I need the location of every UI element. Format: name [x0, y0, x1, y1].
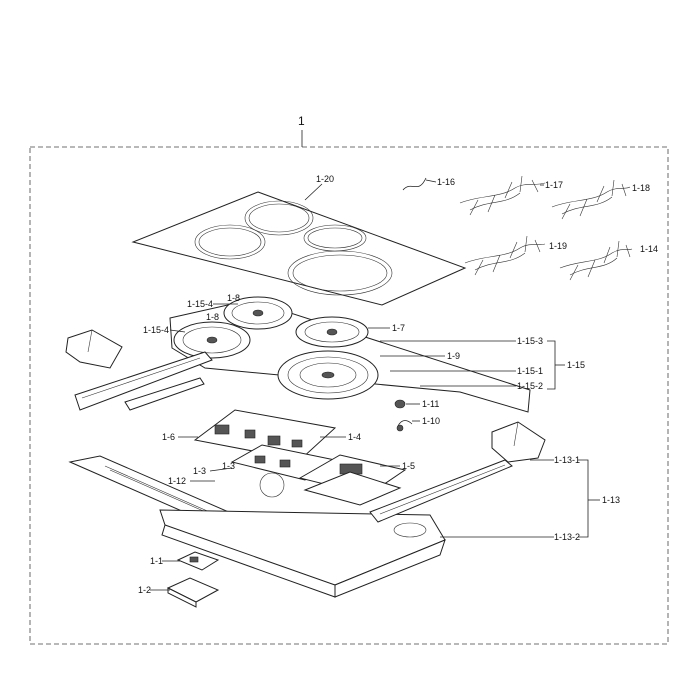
wire-harness-1-18 — [551, 179, 631, 220]
label-1-19: 1-19 — [549, 241, 567, 251]
label-1-15-3: 1-15-3 — [517, 336, 543, 346]
label-1-3-b: 1-3 — [222, 461, 235, 471]
coil-tray-part — [169, 296, 531, 413]
label-1: 1 — [298, 114, 305, 128]
wire-part-1-16 — [402, 177, 427, 191]
pcb-part-1-5 — [298, 454, 407, 506]
label-1-15: 1-15 — [567, 360, 585, 370]
label-1-1: 1-1 — [150, 556, 163, 566]
label-1-8-mid: 1-8 — [206, 312, 219, 322]
glass-cooktop-part — [131, 191, 467, 306]
bottom-housing-part — [159, 472, 446, 598]
part-1-1 — [176, 551, 220, 571]
label-1-13: 1-13 — [602, 495, 620, 505]
right-rail-part — [369, 459, 513, 523]
label-1-15-4-left: 1-15-4 — [143, 325, 169, 335]
label-1-16: 1-16 — [437, 177, 455, 187]
label-1-17: 1-17 — [545, 180, 563, 190]
label-1-6: 1-6 — [162, 432, 175, 442]
part-1-10 — [397, 420, 413, 427]
right-fan-box-part — [491, 421, 546, 463]
label-1-10: 1-10 — [422, 416, 440, 426]
label-1-15-4-top: 1-15-4 — [187, 299, 213, 309]
label-1-18: 1-18 — [632, 183, 650, 193]
wire-harness-1-14 — [559, 240, 633, 281]
label-1-2: 1-2 — [138, 585, 151, 595]
part-1-2 — [166, 577, 220, 608]
label-1-5: 1-5 — [402, 461, 415, 471]
label-1-15-2: 1-15-2 — [517, 381, 543, 391]
fan-box-part — [65, 329, 123, 369]
label-1-20: 1-20 — [316, 174, 334, 184]
label-1-13-2: 1-13-2 — [554, 532, 580, 542]
label-1-15-1: 1-15-1 — [517, 366, 543, 376]
label-1-14: 1-14 — [640, 244, 658, 254]
label-1-9: 1-9 — [447, 351, 460, 361]
label-1-8-top: 1-8 — [227, 293, 240, 303]
part-1-11 — [394, 399, 406, 409]
wire-harness-1-19 — [464, 235, 546, 276]
pcb-part-1-6 — [193, 409, 337, 461]
label-1-4: 1-4 — [348, 432, 361, 442]
label-1-13-1: 1-13-1 — [554, 455, 580, 465]
left-rail-part — [74, 351, 213, 411]
label-1-11: 1-11 — [422, 399, 439, 409]
label-1-12: 1-12 — [168, 476, 186, 486]
wire-harness-1-17 — [459, 175, 546, 216]
label-1-3-a: 1-3 — [193, 466, 206, 476]
label-1-7: 1-7 — [392, 323, 405, 333]
